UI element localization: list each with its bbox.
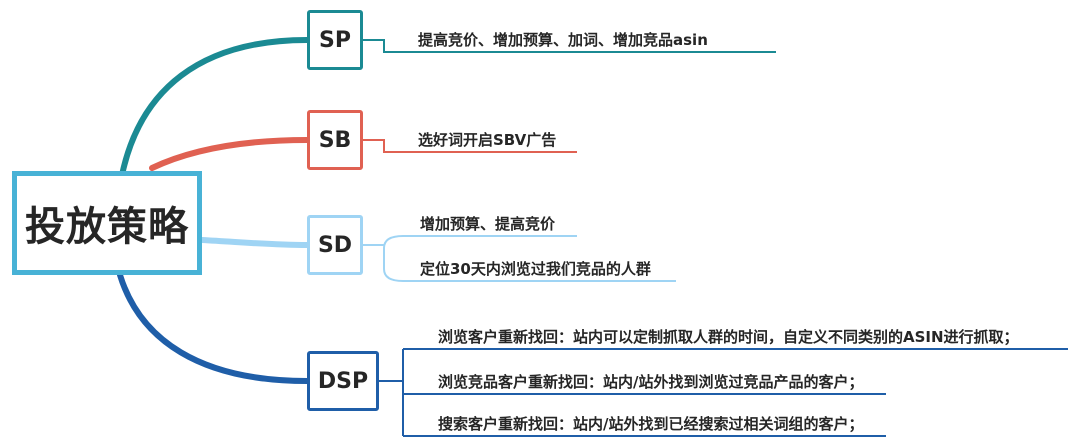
link-root-sd (199, 237, 310, 248)
link-root-dsp (117, 272, 310, 384)
link-sd-leaves (363, 235, 676, 282)
leaf-sd-2: 定位30天内浏览过我们竞品的人群 (420, 260, 651, 278)
link-root-sb (149, 137, 310, 171)
branch-sd: SD (307, 215, 363, 275)
leaf-sp-1: 提高竞价、增加预算、加词、增加竞品asin (418, 31, 708, 49)
leaf-dsp-2: 浏览竞品客户重新找回：站内/站外找到浏览过竞品产品的客户； (438, 373, 864, 391)
link-sp-leaf (363, 39, 776, 53)
branch-dsp: DSP (307, 351, 379, 411)
leaf-dsp-3: 搜索客户重新找回：站内/站外找到已经搜索过相关词组的客户； (438, 415, 864, 433)
link-sb-leaf (363, 139, 577, 153)
link-dsp-leaves (379, 348, 1068, 437)
leaf-dsp-1: 浏览客户重新找回：站内可以定制抓取人群的时间，自定义不同类别的ASIN进行抓取； (438, 328, 1019, 346)
root-node: 投放策略 (12, 171, 202, 275)
branch-sp: SP (307, 10, 363, 70)
link-root-sp (119, 37, 310, 178)
leaf-sd-1: 增加预算、提高竞价 (420, 215, 556, 233)
branch-sb: SB (307, 110, 363, 170)
leaf-sb-1: 选好词开启SBV广告 (418, 131, 557, 149)
